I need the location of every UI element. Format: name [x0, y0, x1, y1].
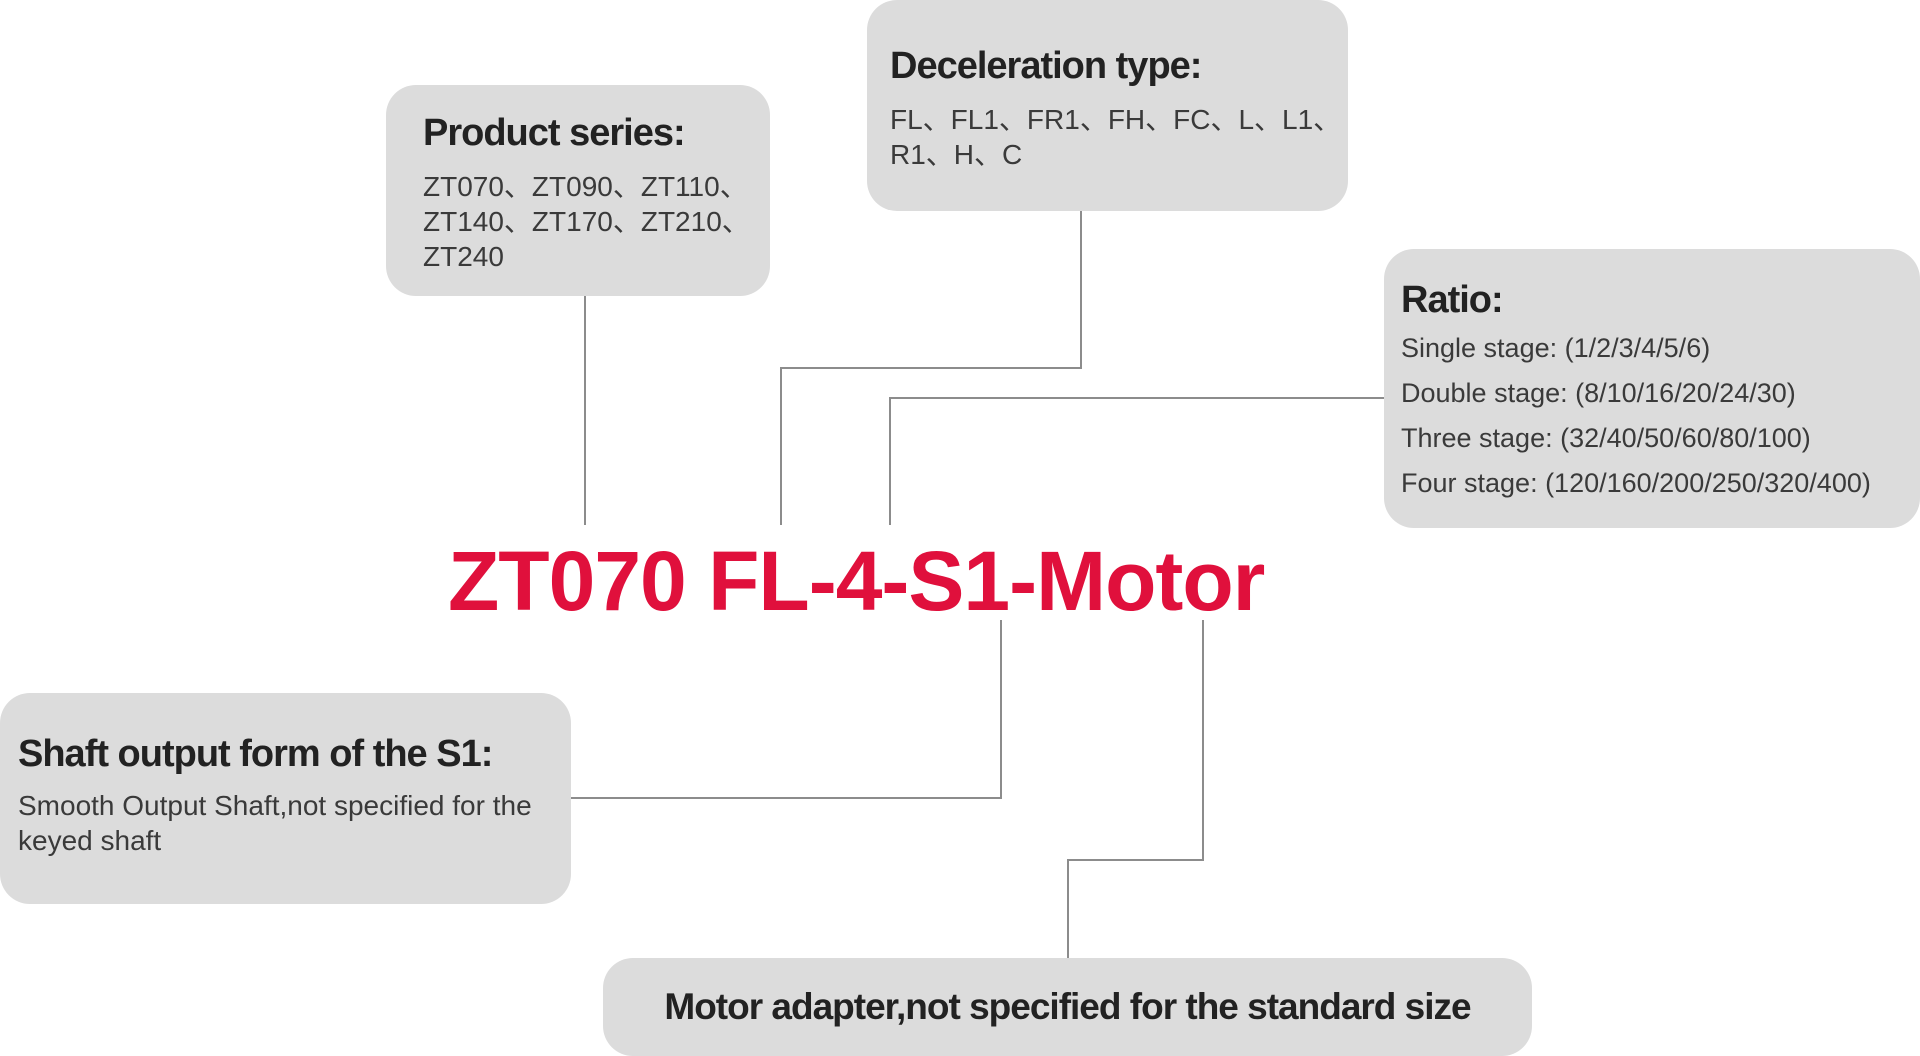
product-series-title: Product series: [423, 112, 686, 154]
model-code: ZT070 FL-4-S1-Motor [448, 534, 1265, 628]
product-series-line: ZT240 [423, 241, 504, 272]
shaft-output-box: Shaft output form of the S1: Smooth Outp… [0, 693, 571, 904]
shaft-output-line: Smooth Output Shaft,not specified for th… [18, 790, 532, 821]
motor-adapter-box: Motor adapter,not specified for the stan… [603, 958, 1532, 1056]
product-series-list: ZT070、ZT090、ZT110、 ZT140、ZT170、ZT210、 ZT… [423, 169, 750, 274]
deceleration-type-list: FL、FL1、FR1、FH、FC、L、L1、 R1、H、C [890, 102, 1342, 172]
deceleration-type-title: Deceleration type: [890, 45, 1202, 87]
deceleration-type-line: R1、H、C [890, 139, 1023, 170]
ratio-four-stage: Four stage: (120/160/200/250/320/400) [1401, 468, 1871, 498]
connector-ratio [889, 397, 1384, 525]
product-series-box: Product series: ZT070、ZT090、ZT110、 ZT140… [386, 85, 770, 296]
ratio-single-stage: Single stage: (1/2/3/4/5/6) [1401, 333, 1711, 363]
deceleration-type-box: Deceleration type: FL、FL1、FR1、FH、FC、L、L1… [867, 0, 1348, 211]
deceleration-type-line: FL、FL1、FR1、FH、FC、L、L1、 [890, 104, 1342, 135]
shaft-output-line: keyed shaft [18, 825, 162, 856]
product-series-line: ZT070、ZT090、ZT110、 [423, 171, 748, 202]
connector-shaft-output [571, 620, 1002, 799]
connector-motor-adapter [1067, 620, 1204, 958]
ratio-double-stage: Double stage: (8/10/16/20/24/30) [1401, 378, 1796, 408]
motor-adapter-title: Motor adapter,not specified for the stan… [664, 986, 1471, 1027]
product-series-line: ZT140、ZT170、ZT210、 [423, 206, 750, 237]
ratio-three-stage: Three stage: (32/40/50/60/80/100) [1401, 423, 1811, 453]
ratio-box: Ratio: Single stage: (1/2/3/4/5/6) Doubl… [1384, 249, 1920, 528]
connector-deceleration-type [780, 211, 1082, 525]
shaft-output-title: Shaft output form of the S1: [18, 733, 493, 775]
ratio-list: Single stage: (1/2/3/4/5/6) Double stage… [1401, 326, 1910, 506]
shaft-output-description: Smooth Output Shaft,not specified for th… [18, 788, 553, 858]
ratio-title: Ratio: [1401, 279, 1504, 321]
